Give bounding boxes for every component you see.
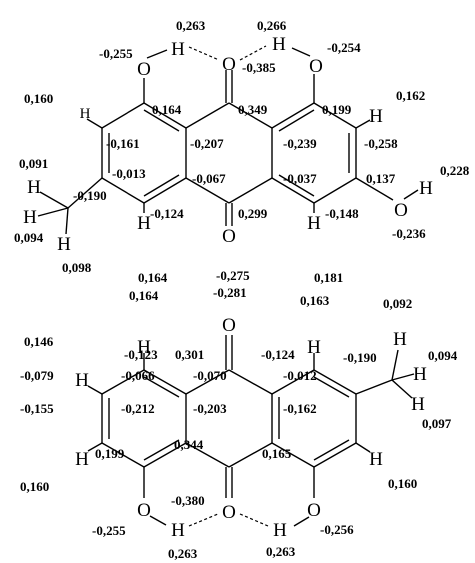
charge-c9: 0,349 <box>238 102 268 117</box>
atom-Hm2: H <box>23 207 37 228</box>
charge-o10: -0,281 <box>213 285 247 300</box>
molecule-bottom: O H H H H H H H H O O O H H 0,164 -0,281… <box>20 285 458 561</box>
atom-O9: O <box>222 502 236 523</box>
atom-O10: O <box>222 315 236 336</box>
charge-c8a: -0,239 <box>283 136 317 151</box>
charge-h5: 0,181 <box>314 270 343 285</box>
molecule-top: H O O H O H H O H H H H H O H 0,263 0,26… <box>14 18 470 285</box>
atom-labels: O H H H H H H H H O O O H H <box>75 315 427 541</box>
charge-c10: 0,299 <box>238 206 268 221</box>
charge-c8a: -0,212 <box>121 401 155 416</box>
charge-h5: 0,164 <box>129 288 159 303</box>
atom-H_oh6: H <box>419 178 433 199</box>
charge-h2: 0,160 <box>24 91 53 106</box>
charge-hm3: 0,098 <box>62 260 92 275</box>
charge-o6: -0,236 <box>392 226 426 241</box>
charge-h-oh8: 0,263 <box>168 546 198 561</box>
charge-h-oh1: 0,263 <box>266 544 296 559</box>
charge-h7: 0,162 <box>396 88 425 103</box>
charge-hm1: 0,092 <box>383 296 412 311</box>
atom-Hm2: H <box>413 364 427 385</box>
charge-o9: -0,385 <box>242 60 276 75</box>
charge-c10: 0,301 <box>175 347 204 362</box>
charge-c7: -0,258 <box>364 136 398 151</box>
charge-o9: -0,380 <box>171 493 205 508</box>
charge-c8: 0,199 <box>322 102 352 117</box>
charge-labels: 0,164 -0,281 0,163 0,092 0,146 -0,123 0,… <box>20 285 458 561</box>
atom-O10: O <box>222 226 236 247</box>
bonds <box>87 335 415 527</box>
charge-h-oh6: 0,228 <box>440 163 470 178</box>
charge-c9: 0,344 <box>174 437 204 452</box>
charge-c4: -0,124 <box>150 206 184 221</box>
charge-h2: 0,160 <box>20 479 49 494</box>
charge-hm3: 0,097 <box>422 416 452 431</box>
charge-c4: -0,124 <box>261 347 295 362</box>
charge-h-oh8: 0,266 <box>257 18 287 33</box>
atom-O8: O <box>309 56 323 77</box>
charge-c7: -0,155 <box>20 401 54 416</box>
atom-H_oh1: H <box>171 39 185 60</box>
charge-c2: -0,161 <box>106 136 140 151</box>
charge-hm2: 0,094 <box>428 348 458 363</box>
atom-O1: O <box>137 59 151 80</box>
hydrogen-bonds <box>188 45 267 61</box>
atom-H2: H <box>75 449 89 470</box>
charge-c1: 0,164 <box>152 102 182 117</box>
charge-c5: -0,148 <box>325 206 359 221</box>
charge-c10a: -0,037 <box>283 171 317 186</box>
atom-Hm1: H <box>27 177 41 198</box>
atom-H5: H <box>137 337 151 358</box>
atom-O9: O <box>222 54 236 75</box>
atom-H7: H <box>369 106 383 127</box>
charge-c6: 0,137 <box>366 171 396 186</box>
atom-H2: H <box>80 106 91 122</box>
charge-h3: 0,146 <box>24 334 54 349</box>
atom-Hm1: H <box>393 329 407 350</box>
atom-H7: H <box>369 449 383 470</box>
charge-c10a: -0,066 <box>121 368 155 383</box>
charge-c9a: -0,207 <box>190 136 224 151</box>
charge-c2: -0,162 <box>283 401 317 416</box>
atom-H4: H <box>137 213 151 234</box>
charge-c4a: -0,067 <box>192 171 226 186</box>
charge-h4: 0,163 <box>300 293 330 308</box>
charge-hm2: 0,094 <box>14 230 44 245</box>
charge-o10: -0,275 <box>216 268 250 283</box>
charge-c5: -0,123 <box>124 347 158 362</box>
atom-labels: H O O H O H H O H H H H H O H <box>23 34 433 255</box>
charge-cm: -0,190 <box>73 188 107 203</box>
atom-H4: H <box>307 337 321 358</box>
charge-c8: 0,199 <box>95 446 125 461</box>
atom-O1: O <box>137 500 151 521</box>
charge-cm: -0,190 <box>343 350 377 365</box>
charge-o1: -0,256 <box>320 522 354 537</box>
charge-c4a: -0,070 <box>193 368 227 383</box>
charge-o1: -0,255 <box>99 46 133 61</box>
atom-H5: H <box>307 213 321 234</box>
bonds <box>37 47 419 235</box>
charge-c3: -0,013 <box>112 166 146 181</box>
charge-c3: -0,012 <box>283 368 317 383</box>
atom-O6: O <box>394 200 408 221</box>
charge-labels: 0,263 0,266 -0,255 -0,385 -0,254 0,160 0… <box>14 18 470 285</box>
charge-c9a: -0,203 <box>193 401 227 416</box>
charge-h-oh1: 0,263 <box>176 18 206 33</box>
atom-H3: H <box>75 370 89 391</box>
charge-o8: -0,255 <box>92 523 126 538</box>
charge-h4: 0,164 <box>138 270 168 285</box>
charge-hm1: 0,091 <box>19 156 48 171</box>
atom-Hm3: H <box>411 394 425 415</box>
charge-c1: 0,165 <box>262 446 292 461</box>
atom-H_oh8: H <box>272 34 286 55</box>
atom-H_oh8: H <box>273 520 287 541</box>
charge-h7: 0,160 <box>388 476 417 491</box>
atom-Hm3: H <box>57 234 71 255</box>
atom-H_oh1: H <box>171 520 185 541</box>
charge-o8: -0,254 <box>327 40 361 55</box>
charge-c6: -0,079 <box>20 368 54 383</box>
atom-O8: O <box>307 500 321 521</box>
